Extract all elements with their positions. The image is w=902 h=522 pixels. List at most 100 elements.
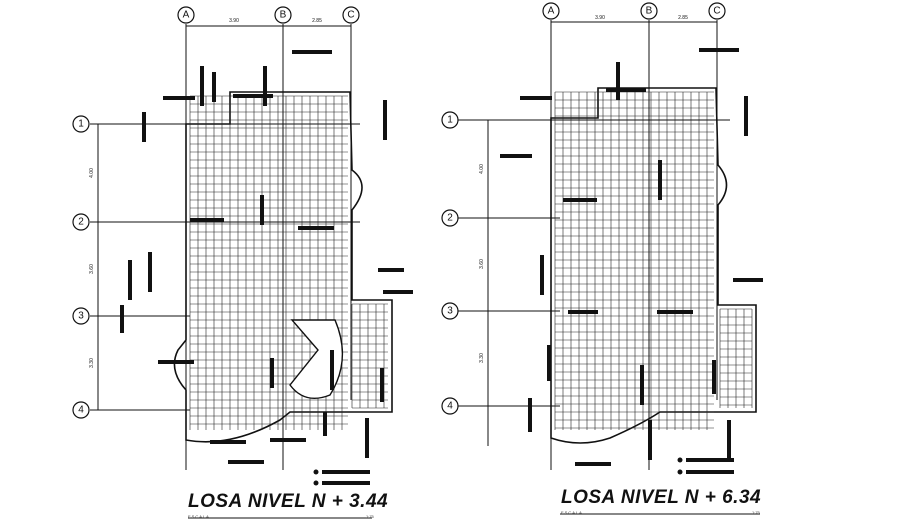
axis-label-3: 3 (447, 306, 453, 317)
dimension-3-4: 3.30 (479, 353, 485, 363)
dimension-A-B: 3.90 (229, 18, 239, 24)
rebar-bar (528, 398, 532, 432)
axis-bubble-4 (72, 401, 90, 419)
legend-dot (313, 480, 319, 486)
scale-value-right: 1:75 (752, 510, 760, 515)
scale-value-left: 1:75 (366, 514, 374, 519)
rebar-bar (699, 48, 739, 52)
axis-bubble-4 (441, 397, 459, 415)
rebar-bar (657, 310, 693, 314)
dimension-1-2: 4.00 (479, 164, 485, 174)
axis-bubble-B (640, 2, 658, 20)
axis-label-C: C (347, 10, 354, 21)
axis-bubble-3 (72, 307, 90, 325)
rebar-bar (568, 310, 598, 314)
rebar-bar (575, 462, 611, 466)
rebar-bar (383, 290, 413, 294)
axis-label-4: 4 (78, 405, 84, 416)
rebar-bar (378, 268, 404, 272)
rebar-bar (142, 112, 146, 142)
axis-bubble-2 (441, 209, 459, 227)
rebar-bar (616, 62, 620, 100)
axis-label-4: 4 (447, 401, 453, 412)
axis-bubble-1 (72, 115, 90, 133)
legend-bar (322, 470, 370, 474)
rebar-bar (128, 260, 132, 300)
rebar-bar (270, 358, 274, 388)
plan-title-right: LOSA NIVEL N + 6.34 (561, 487, 762, 508)
rebar-bar (648, 420, 652, 460)
rebar-bar (163, 96, 195, 100)
rebar-bar (640, 365, 644, 405)
rebar-bar (190, 218, 224, 222)
axis-label-B: B (646, 6, 653, 17)
joist-grid (189, 95, 388, 430)
legend-bar (322, 481, 370, 485)
axis-bubble-2 (72, 213, 90, 231)
axis-label-1: 1 (78, 119, 84, 130)
rebar-bar (233, 94, 273, 98)
legend-bar (686, 470, 734, 474)
legend-dot (677, 469, 683, 475)
rebar-bars (500, 48, 763, 466)
rebar-bar (500, 154, 532, 158)
rebar-bar (260, 195, 264, 225)
dimension-A-B: 3.90 (595, 15, 605, 21)
dimension-B-C: 2.85 (678, 15, 688, 21)
slab-outline (550, 87, 757, 444)
rebar-bar (228, 460, 264, 464)
rebar-bar (712, 360, 716, 394)
rebar-bar (120, 305, 124, 333)
rebar-bar (323, 412, 327, 436)
axis-label-A: A (548, 6, 555, 17)
dimension-2-3: 3.60 (479, 259, 485, 269)
rebar-bar (744, 96, 748, 136)
axis-bubble-A (177, 6, 195, 24)
axis-label-3: 3 (78, 311, 84, 322)
axis-bubble-C (708, 2, 726, 20)
axis-bubble-C (342, 6, 360, 24)
rebar-bar (520, 96, 552, 100)
dimension-B-C: 2.85 (312, 18, 322, 24)
axis-label-2: 2 (78, 217, 84, 228)
joist-grid (554, 91, 753, 430)
rebar-bar (263, 66, 267, 106)
axis-label-2: 2 (447, 213, 453, 224)
rebar-bar (540, 255, 544, 295)
dimension-3-4: 3.30 (89, 358, 95, 368)
axis-bubble-A (542, 2, 560, 20)
axis-bubble-3 (441, 302, 459, 320)
rebar-bar (380, 368, 384, 402)
legend-dot (313, 469, 319, 475)
axis-label-C: C (713, 6, 720, 17)
plan-right: A B C 1 2 3 4 3.90 2.85 4.00 3.60 3.30 (441, 2, 763, 515)
plan-left: A B C 1 2 3 4 3.90 2.85 4.00 3.60 3.30 (72, 6, 413, 519)
rebar-bar (292, 50, 332, 54)
plan-title-left: LOSA NIVEL N + 3.44 (188, 491, 389, 512)
rebar-bar (298, 226, 334, 230)
rebar-bar (158, 360, 194, 364)
stair-opening (289, 319, 344, 399)
rebar-bar (210, 440, 246, 444)
rebar-bar (212, 72, 216, 102)
slab-outline (173, 91, 393, 443)
rebar-bars (120, 50, 413, 464)
rebar-bar (270, 438, 306, 442)
axis-bubble-1 (441, 111, 459, 129)
scale-label-left: ESCALA (188, 514, 210, 519)
rebar-bar (733, 278, 763, 282)
legend-dot (677, 457, 683, 463)
rebar-bar (658, 160, 662, 200)
axis-label-1: 1 (447, 115, 453, 126)
axis-bubble-B (274, 6, 292, 24)
dimension-2-3: 3.60 (89, 264, 95, 274)
rebar-bar (365, 418, 369, 458)
scale-label-right: ESCALA (561, 510, 583, 515)
rebar-bar (727, 420, 731, 460)
rebar-bar (383, 100, 387, 140)
dimension-1-2: 4.00 (89, 168, 95, 178)
axis-label-B: B (280, 10, 287, 21)
rebar-bar (563, 198, 597, 202)
rebar-bar (148, 252, 152, 292)
